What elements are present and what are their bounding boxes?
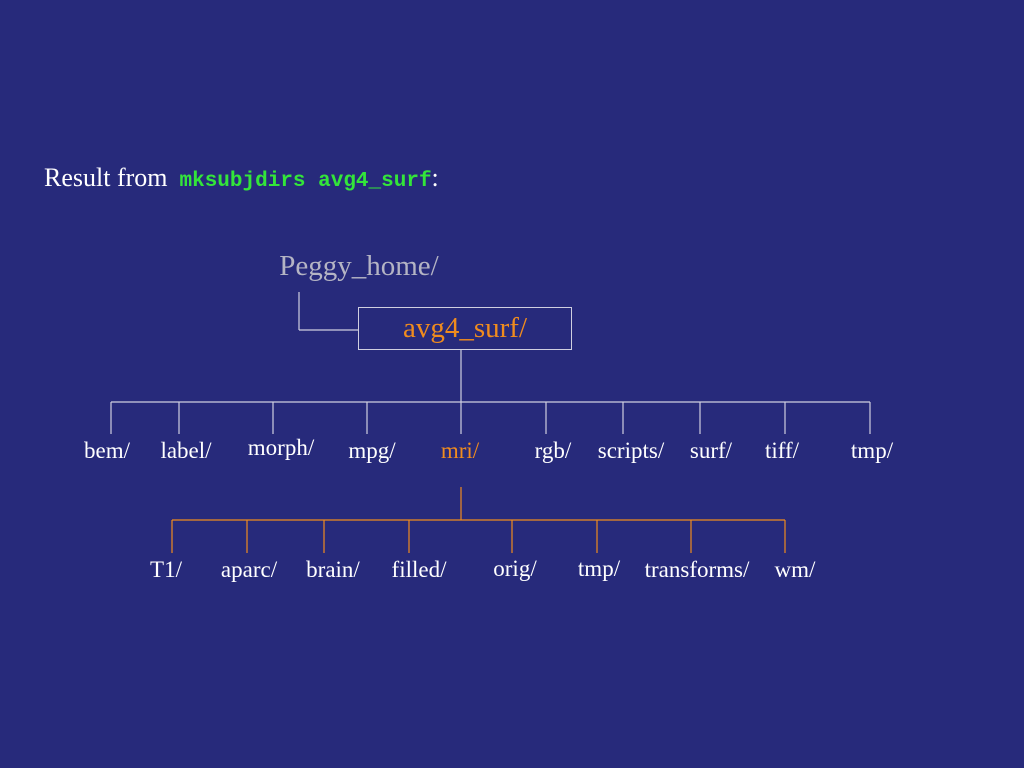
mri-subdirectory-label: orig/ [493, 556, 537, 581]
mri-subdirectory-label: tmp/ [577, 556, 621, 581]
subdirectory-label: mri/ [440, 438, 480, 463]
subject-directory-box: avg4_surf/ [358, 307, 572, 350]
subdirectory-label: label/ [160, 438, 212, 463]
subdirectory-label: bem/ [84, 438, 130, 463]
mri-subdirectory-label: T1/ [150, 557, 182, 582]
subject-directory-label: avg4_surf/ [402, 312, 528, 344]
subdirectory-label: scripts/ [597, 438, 665, 463]
subdirectory-label: tiff/ [764, 438, 800, 463]
subdirectory-label: tmp/ [850, 438, 894, 463]
mri-subdirectory-label: aparc/ [220, 557, 278, 582]
heading-command: mksubjdirs avg4_surf [179, 170, 432, 193]
heading-suffix: : [431, 163, 439, 192]
parent-directory-label: Peggy_home/ [279, 250, 439, 282]
heading-prefix: Result from [44, 163, 168, 192]
mri-subdirectory-label: transforms/ [644, 557, 750, 582]
mri-subdirectory-label: wm/ [774, 557, 816, 582]
subdirectory-label: mpg/ [348, 438, 396, 463]
mri-subdirectory-label: filled/ [391, 557, 447, 582]
subdirectory-label: rgb/ [534, 438, 572, 463]
mri-subdirectory-label: brain/ [306, 557, 360, 582]
subdirectory-label: morph/ [247, 435, 315, 460]
subdirectory-label: surf/ [689, 438, 733, 463]
slide-heading: Result from mksubjdirs avg4_surf: [44, 162, 439, 194]
